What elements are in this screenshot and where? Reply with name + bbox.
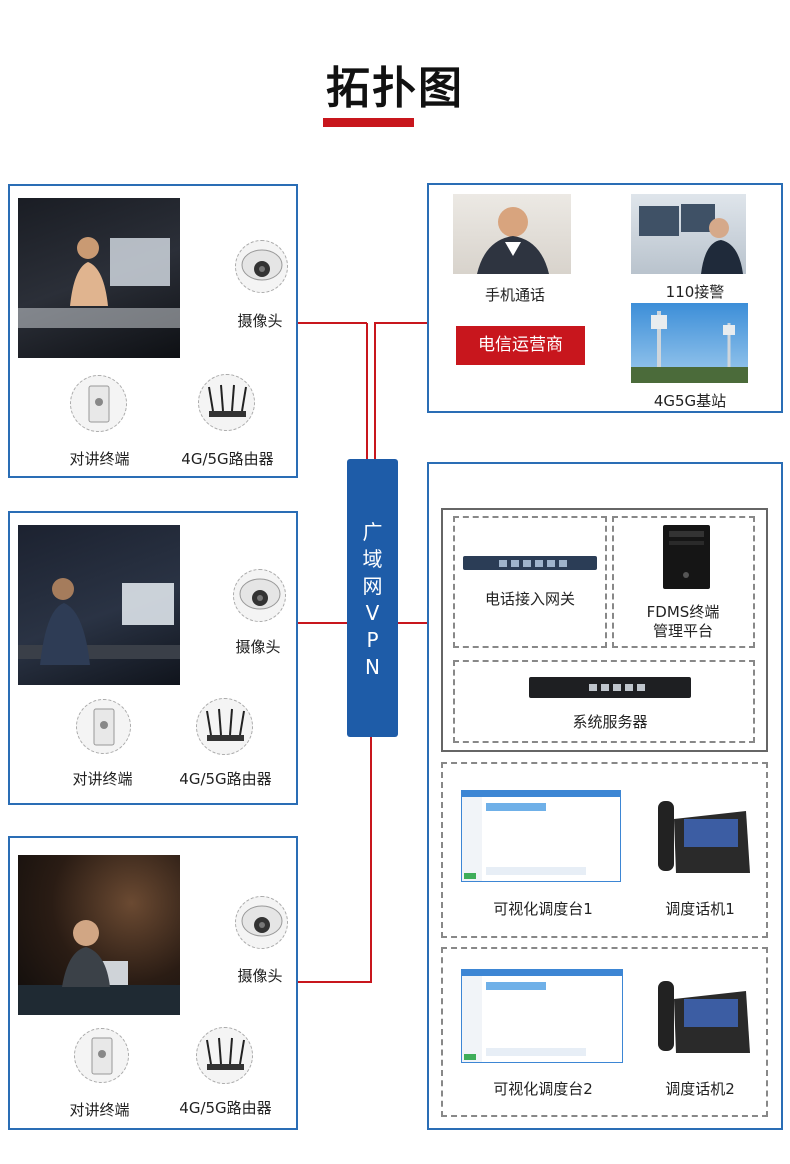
vpn-bar: 广 域 网 V P N [347,459,398,737]
server-box [453,660,755,743]
vpn-label-char: V [365,601,380,625]
gateway-label: 电话接入网关 [484,590,575,608]
fdms-label-line1: FDMS终端 [646,603,720,621]
phone2-label: 调度话机2 [665,1080,735,1098]
base-station-label: 4G5G基站 [653,392,727,410]
vpn-label-char: N [365,655,380,679]
vpn-label-char: 网 [362,574,383,598]
router-icon [198,374,255,431]
base-station-image [631,303,748,383]
router-label: 4G/5G路由器 [181,450,274,468]
phone-call-label: 手机通话 [484,286,545,304]
intercom-icon [70,375,127,432]
office-worker-image [18,920,180,1015]
police-image [631,194,746,274]
vpn-label-char: P [366,628,379,652]
intercom-label: 对讲终端 [72,770,133,788]
site-photo [18,525,180,685]
camera-label: 摄像头 [235,638,281,656]
gateway-box [453,516,607,648]
police-label: 110接警 [665,283,725,301]
site-panel-3: 摄像头 对讲终端 4G/5G路由器 [8,836,298,1130]
camera-icon [235,896,288,949]
site-photo [18,855,180,1015]
camera-icon [233,569,286,622]
vpn-label-char: 域 [362,547,383,571]
router-label: 4G/5G路由器 [179,770,272,788]
operator-button: 电信运营商 [456,326,585,365]
monitor-icon [461,969,623,1063]
office-worker-image [18,578,180,665]
pc-tower-icon [663,525,710,589]
intercom-icon [74,1028,129,1083]
intercom-label: 对讲终端 [69,450,130,468]
camera-label: 摄像头 [237,312,283,330]
router-icon [196,1027,253,1084]
vpn-label-char: 广 [362,520,383,544]
phone-call-image [453,194,571,274]
console1-label: 可视化调度台1 [493,900,593,918]
router-label: 4G/5G路由器 [179,1099,272,1117]
camera-icon [235,240,288,293]
desk-phone-icon [640,797,752,877]
vpn-label: 广 域 网 V P N [347,459,398,681]
phone1-label: 调度话机1 [665,900,735,918]
intercom-icon [76,699,131,754]
monitor-icon [461,790,621,882]
router-icon [196,698,253,755]
site-photo [18,198,180,358]
title-underline [323,118,414,127]
core-equipment-group [441,508,768,752]
fdms-label-line2: 管理平台 [652,622,713,640]
camera-label: 摄像头 [237,967,283,985]
server-label: 系统服务器 [572,713,648,731]
site-panel-2: 摄像头 对讲终端 4G/5G路由器 [8,511,298,805]
page-title: 拓扑图 [326,63,464,114]
gateway-icon [463,556,597,570]
console2-label: 可视化调度台2 [493,1080,593,1098]
desk-phone-icon [640,977,752,1057]
site-panel-1: 摄像头 对讲终端 4G/5G路由器 [8,184,298,478]
intercom-label: 对讲终端 [69,1101,130,1119]
office-worker-image [18,237,180,328]
server-icon [529,677,691,698]
